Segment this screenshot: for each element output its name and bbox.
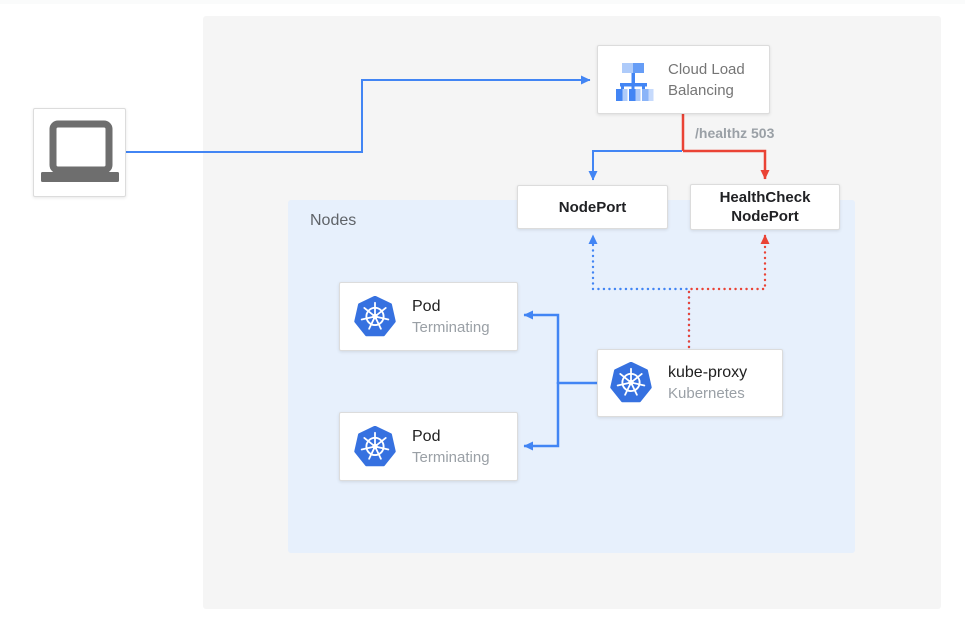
cloud-load-balancing-label: Cloud Load Balancing [668, 60, 745, 99]
kubernetes-icon [354, 295, 396, 338]
kubernetes-icon [610, 362, 652, 404]
cloud-load-balancing-node: Cloud Load Balancing [597, 45, 770, 114]
healthcheck-nodeport-node: HealthCheck NodePort [690, 184, 840, 230]
kube-proxy-node: kube-proxy Kubernetes [597, 349, 783, 417]
pod-status: Terminating [412, 318, 490, 336]
kubernetes-icon [354, 425, 396, 468]
nodeport-label: NodePort [558, 198, 627, 216]
healthz-503-label: /healthz 503 [695, 125, 775, 141]
nodes-panel-label: Nodes [310, 212, 357, 229]
laptop-icon [36, 117, 124, 189]
kube-proxy-subtitle: Kubernetes [668, 385, 745, 402]
cloud-load-balancing-icon [612, 59, 654, 101]
kube-proxy-title: kube-proxy [668, 364, 748, 381]
healthcheck-nodeport-label: HealthCheck NodePort [719, 189, 811, 225]
nodeport-node: NodePort [517, 185, 668, 229]
pod-title: Pod [412, 297, 441, 315]
pod-node: Pod Terminating [339, 282, 518, 351]
pod-title: Pod [412, 427, 441, 445]
pod-node: Pod Terminating [339, 412, 518, 481]
pod-status: Terminating [412, 448, 490, 466]
client-node [33, 108, 126, 197]
